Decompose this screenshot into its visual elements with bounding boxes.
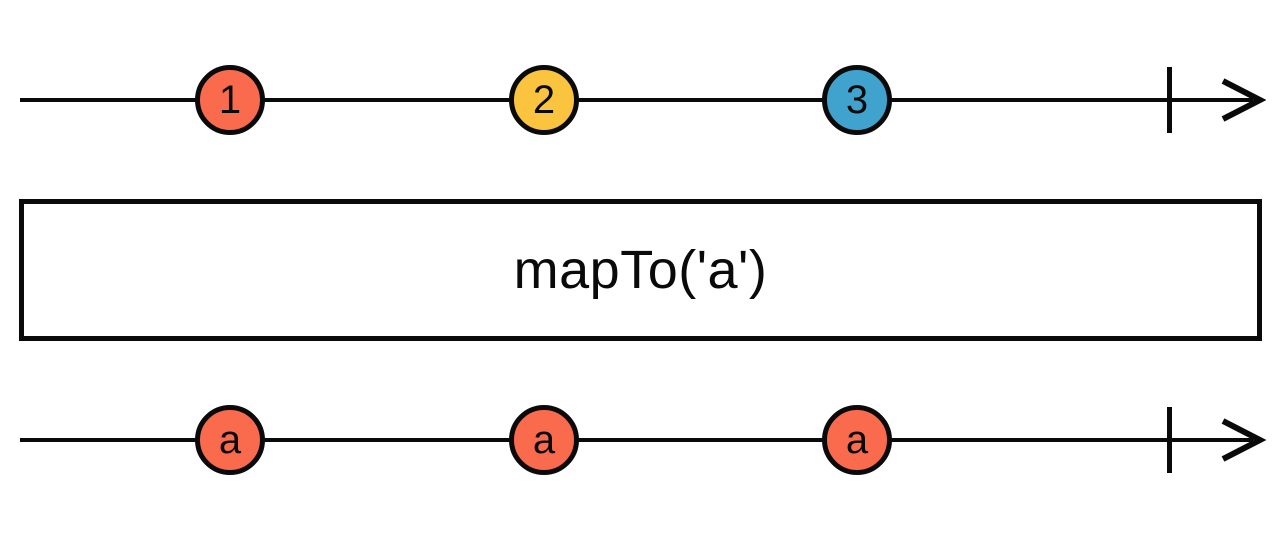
output-marble-3: a	[822, 405, 892, 475]
output-marble-2: a	[509, 405, 579, 475]
output-timeline-line	[20, 438, 1253, 442]
output-marble-1: a	[195, 405, 265, 475]
output-arrowhead-icon	[1221, 418, 1266, 462]
source-marble-1: 1	[195, 65, 265, 135]
source-marble-1-label: 1	[218, 78, 242, 122]
source-marble-3-label: 3	[845, 78, 869, 122]
source-timeline-line	[20, 98, 1253, 102]
source-marble-2: 2	[509, 65, 579, 135]
source-complete-tick	[1167, 67, 1172, 133]
source-marble-2-label: 2	[532, 78, 556, 122]
output-complete-tick	[1167, 407, 1172, 473]
output-marble-2-label: a	[532, 418, 556, 462]
operator-label: mapTo('a')	[513, 240, 768, 300]
output-marble-3-label: a	[845, 418, 869, 462]
output-marble-1-label: a	[218, 418, 242, 462]
operator-box: mapTo('a')	[19, 199, 1262, 341]
source-arrowhead-icon	[1221, 78, 1266, 122]
source-marble-3: 3	[822, 65, 892, 135]
